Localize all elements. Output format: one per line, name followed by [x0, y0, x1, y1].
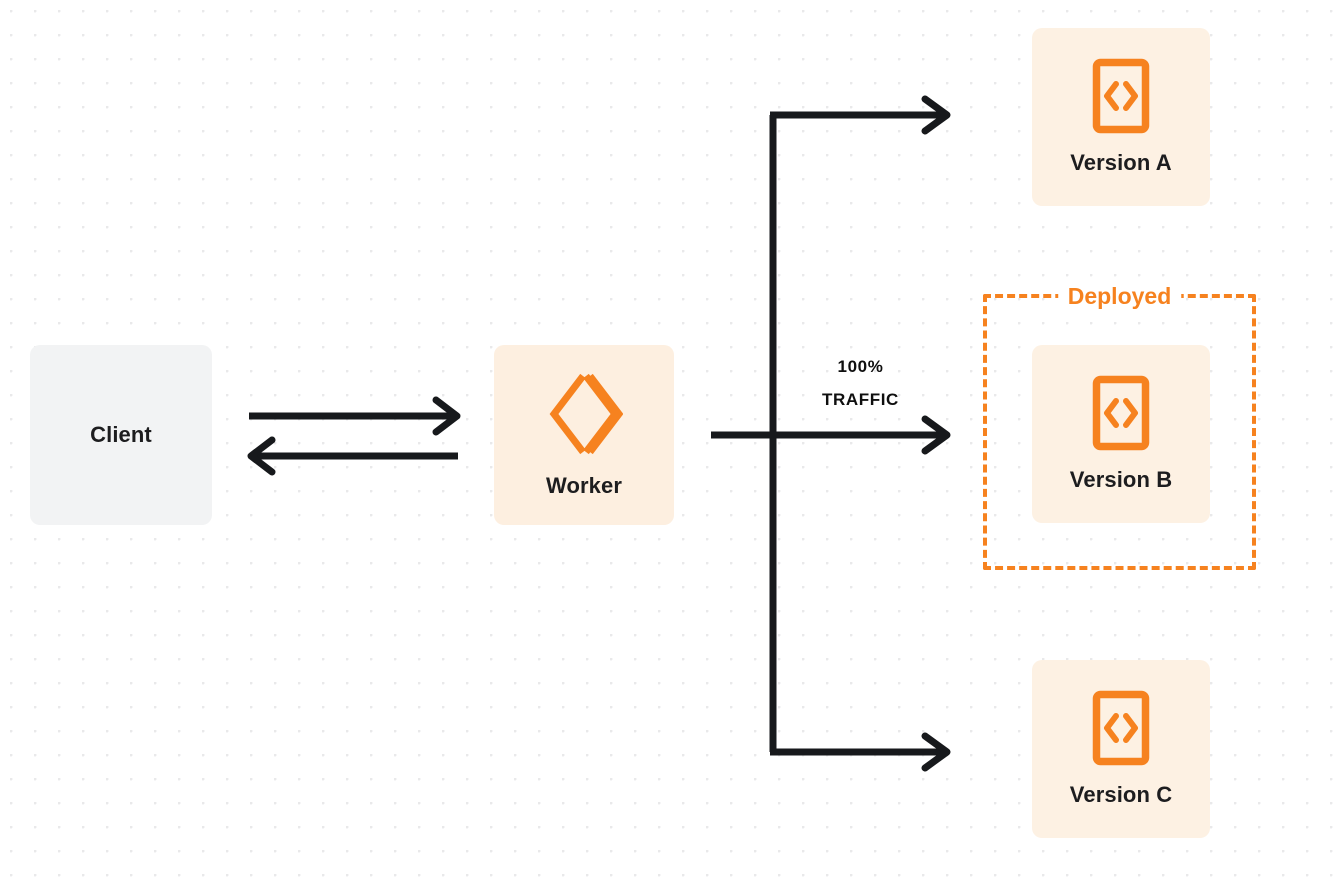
cloudflare-workers-logo-icon — [545, 371, 624, 457]
node-worker[interactable]: Worker — [494, 345, 674, 525]
code-brackets-icon — [1092, 690, 1150, 766]
node-version-a[interactable]: Version A — [1032, 28, 1210, 206]
node-worker-label: Worker — [546, 473, 622, 498]
traffic-label: 100% TRAFFIC — [793, 350, 928, 416]
node-version-b-label: Version B — [1069, 467, 1173, 492]
arrow-to-version-c — [770, 732, 951, 772]
node-client-label: Client — [90, 422, 152, 447]
code-brackets-icon — [1092, 58, 1150, 134]
arrow-worker-to-client — [247, 436, 458, 476]
arrow-to-version-a — [770, 95, 951, 135]
traffic-percent: 100% — [837, 357, 884, 376]
arrow-to-version-b — [770, 415, 951, 455]
node-version-c[interactable]: Version C — [1032, 660, 1210, 838]
deployed-group: Deployed — [983, 282, 1256, 570]
deployed-group-legend: Deployed — [1057, 282, 1182, 310]
node-version-b[interactable]: Version B — [1032, 345, 1210, 523]
node-version-a-label: Version A — [1070, 150, 1172, 175]
node-version-c-label: Version C — [1069, 782, 1173, 807]
arrow-client-to-worker — [249, 396, 461, 436]
traffic-caption: TRAFFIC — [822, 390, 899, 409]
node-client[interactable]: Client — [30, 345, 212, 525]
code-brackets-icon — [1092, 375, 1150, 451]
